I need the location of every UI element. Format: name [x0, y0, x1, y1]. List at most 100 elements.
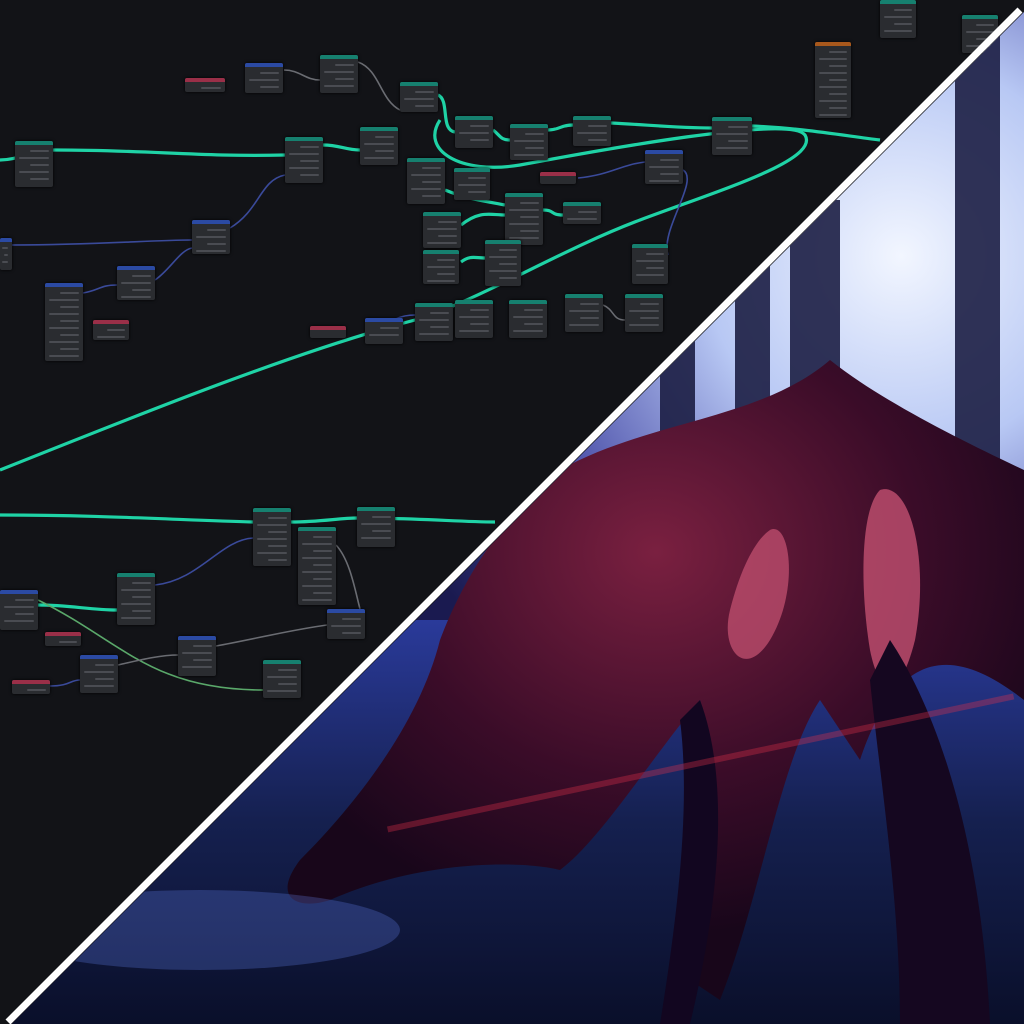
node-socket-row[interactable]	[894, 23, 912, 25]
node-vector[interactable]	[510, 124, 548, 160]
node-socket-row[interactable]	[489, 256, 517, 258]
node-socket-row[interactable]	[97, 336, 125, 338]
node-socket-row[interactable]	[649, 180, 679, 182]
node-socket-row[interactable]	[819, 86, 847, 88]
node-header[interactable]	[12, 680, 50, 684]
node-socket-row[interactable]	[660, 173, 679, 175]
node-socket-row[interactable]	[588, 125, 607, 127]
node-header[interactable]	[632, 244, 668, 248]
node-socket-row[interactable]	[121, 282, 151, 284]
node-socket-row[interactable]	[580, 303, 599, 305]
node-socket-row[interactable]	[249, 79, 279, 81]
node-socket-row[interactable]	[422, 181, 441, 183]
node-header[interactable]	[360, 127, 398, 131]
node-socket-row[interactable]	[121, 603, 151, 605]
node-vector[interactable]	[509, 300, 547, 338]
node-socket-row[interactable]	[60, 292, 79, 294]
node-socket-row[interactable]	[829, 93, 847, 95]
node-socket-row[interactable]	[427, 266, 455, 268]
node-socket-row[interactable]	[4, 254, 8, 256]
node-vector[interactable]	[423, 212, 461, 248]
node-socket-row[interactable]	[499, 249, 517, 251]
node-header[interactable]	[455, 300, 493, 304]
node-socket-row[interactable]	[302, 571, 332, 573]
node-socket-row[interactable]	[15, 599, 34, 601]
node-socket-row[interactable]	[375, 150, 394, 152]
node-socket-row[interactable]	[302, 543, 332, 545]
node-input[interactable]	[0, 238, 12, 270]
node-vector[interactable]	[573, 116, 611, 146]
node-vector[interactable]	[15, 141, 53, 187]
node-socket-row[interactable]	[438, 221, 457, 223]
node-socket-row[interactable]	[829, 51, 847, 53]
node-header[interactable]	[540, 172, 576, 176]
node-socket-row[interactable]	[437, 273, 455, 275]
node-socket-row[interactable]	[427, 280, 455, 282]
node-socket-row[interactable]	[260, 86, 279, 88]
node-vector[interactable]	[407, 158, 445, 204]
node-header[interactable]	[245, 63, 283, 67]
node-input[interactable]	[645, 150, 683, 184]
node-header[interactable]	[625, 294, 663, 298]
node-socket-row[interactable]	[302, 599, 332, 601]
node-header[interactable]	[962, 15, 998, 19]
node-socket-row[interactable]	[567, 218, 597, 220]
node-socket-row[interactable]	[313, 578, 332, 580]
node-socket-row[interactable]	[121, 296, 151, 298]
node-header[interactable]	[117, 266, 155, 270]
node-header[interactable]	[45, 632, 81, 636]
node-socket-row[interactable]	[380, 327, 399, 329]
node-socket-row[interactable]	[30, 164, 49, 166]
node-socket-row[interactable]	[107, 329, 125, 331]
node-input[interactable]	[0, 590, 38, 630]
node-socket-row[interactable]	[636, 274, 664, 276]
node-socket-row[interactable]	[331, 625, 361, 627]
node-socket-row[interactable]	[976, 24, 994, 26]
node-socket-row[interactable]	[182, 666, 212, 668]
node-header[interactable]	[15, 141, 53, 145]
node-socket-row[interactable]	[422, 167, 441, 169]
node-socket-row[interactable]	[49, 341, 79, 343]
node-header[interactable]	[178, 636, 216, 640]
node-input[interactable]	[117, 266, 155, 300]
node-socket-row[interactable]	[640, 303, 659, 305]
node-socket-row[interactable]	[289, 167, 319, 169]
node-socket-row[interactable]	[884, 30, 912, 32]
node-socket-row[interactable]	[419, 333, 449, 335]
node-socket-row[interactable]	[468, 177, 486, 179]
node-output[interactable]	[815, 42, 851, 118]
node-socket-row[interactable]	[60, 334, 79, 336]
node-socket-row[interactable]	[415, 105, 434, 107]
node-socket-row[interactable]	[976, 38, 994, 40]
node-socket-row[interactable]	[121, 589, 151, 591]
node-vector[interactable]	[712, 117, 752, 155]
node-socket-row[interactable]	[84, 671, 114, 673]
node-socket-row[interactable]	[375, 136, 394, 138]
node-socket-row[interactable]	[132, 289, 151, 291]
node-socket-row[interactable]	[520, 230, 539, 232]
node-socket-row[interactable]	[427, 242, 457, 244]
node-socket-row[interactable]	[430, 312, 449, 314]
node-socket-row[interactable]	[324, 85, 354, 87]
node-socket-row[interactable]	[342, 632, 361, 634]
node-socket-row[interactable]	[524, 323, 543, 325]
node-socket-row[interactable]	[430, 326, 449, 328]
node-socket-row[interactable]	[335, 78, 354, 80]
node-socket-row[interactable]	[728, 126, 748, 128]
node-socket-row[interactable]	[629, 324, 659, 326]
node-header[interactable]	[815, 42, 851, 46]
node-socket-row[interactable]	[278, 669, 297, 671]
node-vector[interactable]	[563, 202, 601, 224]
node-socket-row[interactable]	[819, 58, 847, 60]
node-socket-row[interactable]	[470, 139, 489, 141]
node-socket-row[interactable]	[59, 641, 77, 643]
node-socket-row[interactable]	[884, 16, 912, 18]
node-socket-row[interactable]	[364, 143, 394, 145]
node-vector[interactable]	[400, 82, 438, 112]
node-socket-row[interactable]	[49, 355, 79, 357]
node-socket-row[interactable]	[207, 229, 226, 231]
node-socket-row[interactable]	[132, 275, 151, 277]
node-vector[interactable]	[880, 0, 916, 38]
node-socket-row[interactable]	[569, 324, 599, 326]
